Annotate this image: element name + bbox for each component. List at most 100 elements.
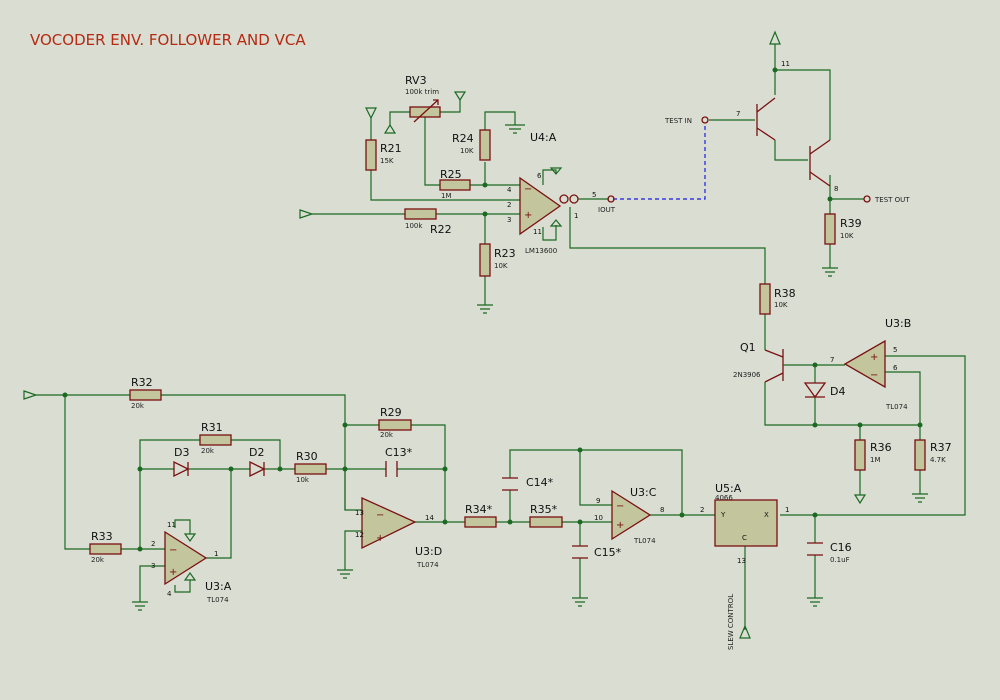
pin-u3b-7: 7 <box>830 356 834 364</box>
value-C16: 0.1uF <box>830 556 850 564</box>
label-U3C: U3:C <box>630 486 657 499</box>
resistor-R24 <box>479 129 491 161</box>
label-R24: R24 <box>452 132 474 145</box>
resistor-R34 <box>464 516 497 528</box>
diode-D3 <box>173 460 190 478</box>
test-link-dashed <box>613 124 706 200</box>
supply-arrow-R36 <box>853 494 867 505</box>
test-out-terminal <box>863 195 871 203</box>
value-R38: 10K <box>774 301 788 309</box>
value-U4A: LM13600 <box>525 247 557 255</box>
pin-u3a-11: 11 <box>167 521 176 529</box>
label-U3B: U3:B <box>885 317 911 330</box>
label-TEST-IN: TEST IN <box>664 117 692 125</box>
pin-q-11: 11 <box>781 60 790 68</box>
ground-u3a <box>132 601 148 611</box>
pin-u4-3: 3 <box>507 216 511 224</box>
value-U3A: TL074 <box>206 596 229 604</box>
value-R25: 1M <box>441 192 452 200</box>
pin-u3d-13: 13 <box>355 509 364 517</box>
capacitor-C15 <box>572 545 588 559</box>
opamp-U3A <box>164 530 208 586</box>
opamp-U3B <box>843 339 886 389</box>
capacitor-C14 <box>502 477 518 491</box>
label-R37: R37 <box>930 441 952 454</box>
value-U3C: TL074 <box>633 537 656 545</box>
value-Q1: 2N3906 <box>733 371 761 379</box>
value-R31: 20k <box>201 447 215 455</box>
resistor-R21 <box>365 139 377 171</box>
value-U3D: TL074 <box>416 561 439 569</box>
pin-u4-4: 4 <box>507 186 512 194</box>
transistor-buffer-b <box>809 139 831 187</box>
pin-u4-5: 5 <box>592 191 596 199</box>
label-R33: R33 <box>91 530 113 543</box>
transistor-buffer-a <box>756 97 776 141</box>
u3a-minus: − <box>169 545 177 556</box>
pin-q-7: 7 <box>736 110 740 118</box>
ground-symbols-top <box>477 124 525 314</box>
resistor-R31 <box>199 434 232 446</box>
ota-output-ring-b <box>569 194 579 204</box>
pin-u5-y: Y <box>720 511 726 519</box>
label-R39: R39 <box>840 217 862 230</box>
value-R33: 20k <box>91 556 105 564</box>
supply-arrow-u3a-top <box>183 533 197 543</box>
ground-C16 <box>807 597 823 607</box>
ota-output-ring-a <box>559 194 569 204</box>
label-R29: R29 <box>380 406 402 419</box>
label-U5A: U5:A <box>715 482 742 495</box>
slew-control-port <box>739 624 751 639</box>
pin-u3d-12: 12 <box>355 531 364 539</box>
test-in-terminal <box>701 116 709 124</box>
u4-plus: + <box>524 210 532 221</box>
ground-R39 <box>822 267 838 277</box>
capacitor-C16 <box>807 542 823 556</box>
pin-u3a-4: 4 <box>167 590 172 598</box>
label-R35: R35* <box>530 503 558 516</box>
label-R38: R38 <box>774 287 796 300</box>
opamp-U3D <box>361 496 417 550</box>
pin-u3b-5: 5 <box>893 346 897 354</box>
label-C14: C14* <box>526 476 554 489</box>
pin-u3a-3: 3 <box>151 562 155 570</box>
resistor-R23 <box>479 243 491 277</box>
value-R23: 10K <box>494 262 508 270</box>
value-R37: 4.7K <box>930 456 946 464</box>
junctions <box>62 67 923 552</box>
label-D3: D3 <box>174 446 189 459</box>
label-R30: R30 <box>296 450 318 463</box>
pin-u3c-9: 9 <box>596 497 600 505</box>
u3c-plus: + <box>616 520 624 531</box>
switch-U5A <box>714 499 778 547</box>
capacitor-C13 <box>385 461 398 477</box>
input-port-bottom <box>23 390 38 400</box>
label-D2: D2 <box>249 446 264 459</box>
pin-u3d-14: 14 <box>425 514 434 522</box>
pin-u3c-10: 10 <box>594 514 603 522</box>
value-R24: 10K <box>460 147 474 155</box>
pin-u5-x: X <box>764 511 769 519</box>
pin-u3b-6: 6 <box>893 364 898 372</box>
pin-u4-6: 6 <box>537 172 542 180</box>
value-R32: 20k <box>131 402 145 410</box>
pin-u3c-8: 8 <box>660 506 664 514</box>
wires-bottom <box>36 394 816 630</box>
label-U3D: U3:D <box>415 545 442 558</box>
value-U3B: TL074 <box>885 403 908 411</box>
resistor-R35 <box>529 516 563 528</box>
label-D4: D4 <box>830 385 845 398</box>
value-U5A: 4066 <box>715 494 733 502</box>
diode-D4 <box>803 382 827 399</box>
value-R22: 100k <box>405 222 423 230</box>
resistor-R32 <box>129 389 162 401</box>
label-Q1: Q1 <box>740 341 756 354</box>
pin-u4-1: 1 <box>574 212 578 220</box>
pin-u3a-1: 1 <box>214 550 218 558</box>
resistor-R37 <box>914 439 926 471</box>
u4-minus: − <box>524 184 532 195</box>
label-slew-control: SLEW CONTROL <box>727 594 735 650</box>
u3c-minus: − <box>616 501 624 512</box>
ground-u3d <box>337 569 353 579</box>
